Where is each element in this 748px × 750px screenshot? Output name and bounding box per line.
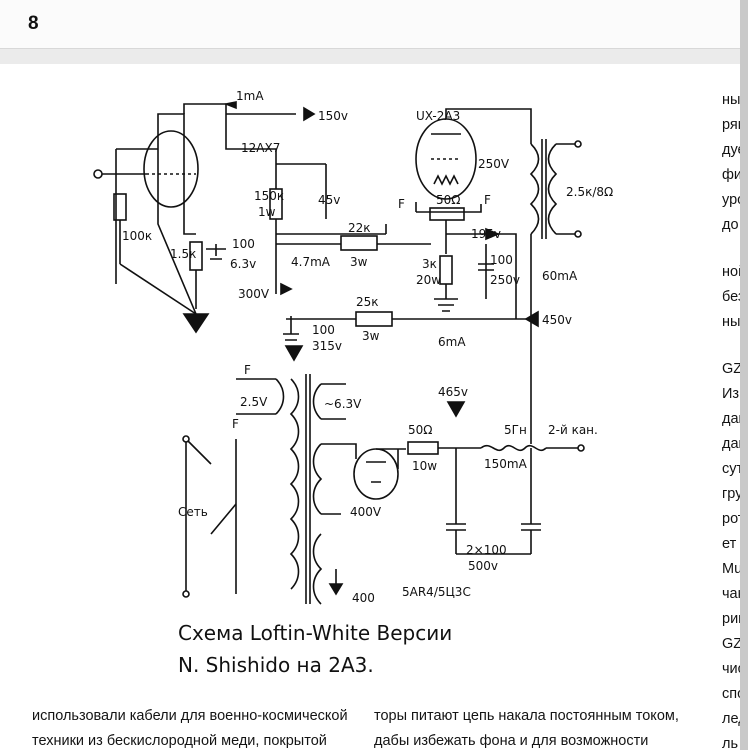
label-f-tr2: F: [232, 417, 239, 431]
label-r-22k-w: 3w: [350, 255, 368, 269]
body-text-left: использовали кабели для военно-космическ…: [32, 708, 348, 749]
label-v450: 450v: [542, 313, 572, 327]
label-c-100b: 100: [490, 253, 513, 267]
label-current-top: 1mA: [236, 89, 264, 103]
label-i-47: 4.7mA: [291, 255, 331, 269]
paragraph-gap: [722, 238, 740, 260]
right-line: до г: [722, 217, 740, 233]
label-c-500: 500v: [468, 559, 498, 573]
right-line: ет: [722, 536, 737, 552]
right-line: рям: [722, 117, 740, 133]
label-r-100k: 100к: [122, 229, 152, 243]
schematic-figure: 1mA 12AX7 150v UX-2A3 250V 2.5к/8Ω 150к …: [86, 84, 646, 684]
label-c-250: 250v: [490, 273, 520, 287]
label-r-50: 50Ω: [436, 193, 460, 207]
label-r-50b-w: 10w: [412, 459, 437, 473]
right-line: чис: [722, 661, 740, 677]
label-f-tr1: F: [244, 363, 251, 377]
label-r-25k-w: 3w: [362, 329, 380, 343]
right-line: Изв: [722, 386, 740, 402]
label-to-channel: 2-й кан.: [548, 423, 598, 437]
right-line: рим: [722, 611, 740, 627]
label-r-15k: 1.5к: [170, 247, 196, 261]
right-line: без: [722, 289, 740, 305]
tube-12ax7-envelope: [143, 130, 199, 208]
right-line: рот: [722, 511, 740, 527]
schematic-svg: 1mA 12AX7 150v UX-2A3 250V 2.5к/8Ω 150к …: [93, 89, 613, 677]
right-line: чан: [722, 586, 740, 602]
schematic-caption-line1: Схема Loftin-White Версии: [178, 621, 452, 645]
label-v45: 45v: [318, 193, 340, 207]
right-line: гру: [722, 486, 740, 502]
right-line: спо: [722, 686, 740, 702]
right-line: фи: [722, 167, 740, 183]
label-v150: 150v: [318, 109, 348, 123]
label-r-22k: 22к: [348, 221, 371, 235]
label-i-150: 150mA: [484, 457, 528, 471]
right-line: сут: [722, 461, 740, 477]
label-v400a: 400V: [350, 505, 382, 519]
schematic-caption-line2: N. Shishido на 2A3.: [178, 653, 374, 677]
label-c-63: 6.3v: [230, 257, 256, 271]
right-line: GZ: [722, 636, 740, 652]
label-c-100a: 100: [232, 237, 255, 251]
label-v400b: 400: [352, 591, 375, 605]
right-line: ным: [722, 92, 740, 108]
label-f-left: F: [398, 197, 405, 211]
label-v250: 250V: [478, 157, 510, 171]
label-c-2x100: 2×100: [466, 543, 507, 557]
body-text-middle: торы питают цепь накала постоянным током…: [374, 708, 679, 749]
page-content: 1mA 12AX7 150v UX-2A3 250V 2.5к/8Ω 150к …: [0, 64, 740, 750]
body-text-right: ным рям дуе фи уро до г ной без ны GZ Из…: [722, 88, 740, 750]
label-c-100c: 100: [312, 323, 335, 337]
label-r-50b: 50Ω: [408, 423, 432, 437]
label-tube1: 12AX7: [241, 141, 280, 155]
label-r-150k: 150к: [254, 189, 284, 203]
tube-5ar4-envelope: [353, 448, 399, 500]
label-v465: 465v: [438, 385, 468, 399]
label-r-3k-w: 20w: [416, 273, 441, 287]
label-rect-tube: 5AR4/5Ц3С: [402, 585, 471, 599]
right-line: ль: [722, 736, 739, 750]
label-v63t: ~6.3V: [324, 397, 362, 411]
right-line: дак: [722, 436, 740, 452]
right-line: уро: [722, 192, 740, 208]
label-r-25k: 25к: [356, 295, 379, 309]
page-number: 8: [28, 13, 39, 34]
label-tube2: UX-2A3: [416, 109, 460, 123]
right-line: ны: [722, 314, 740, 330]
right-line: дуе: [722, 142, 740, 158]
label-mains: Сеть: [178, 505, 208, 519]
label-v300: 300V: [238, 287, 270, 301]
label-c-315: 315v: [312, 339, 342, 353]
paragraph-gap: [722, 335, 740, 357]
label-i-6: 6mA: [438, 335, 466, 349]
label-v195: 195v: [471, 227, 501, 241]
label-i-60: 60mA: [542, 269, 578, 283]
scroll-edge: [740, 0, 748, 750]
label-r-150k-w: 1w: [258, 205, 276, 219]
page-header: 8: [0, 0, 740, 49]
label-f-right: F: [484, 193, 491, 207]
right-line: Mu: [722, 561, 740, 577]
right-line: лед: [722, 711, 740, 727]
label-r-3k: 3к: [422, 257, 437, 271]
label-v25: 2.5V: [240, 395, 268, 409]
right-line: дак: [722, 411, 740, 427]
label-output-trans: 2.5к/8Ω: [566, 185, 613, 199]
right-line: ной: [722, 264, 740, 280]
label-choke: 5Гн: [504, 423, 527, 437]
right-line: GZ: [722, 361, 740, 377]
